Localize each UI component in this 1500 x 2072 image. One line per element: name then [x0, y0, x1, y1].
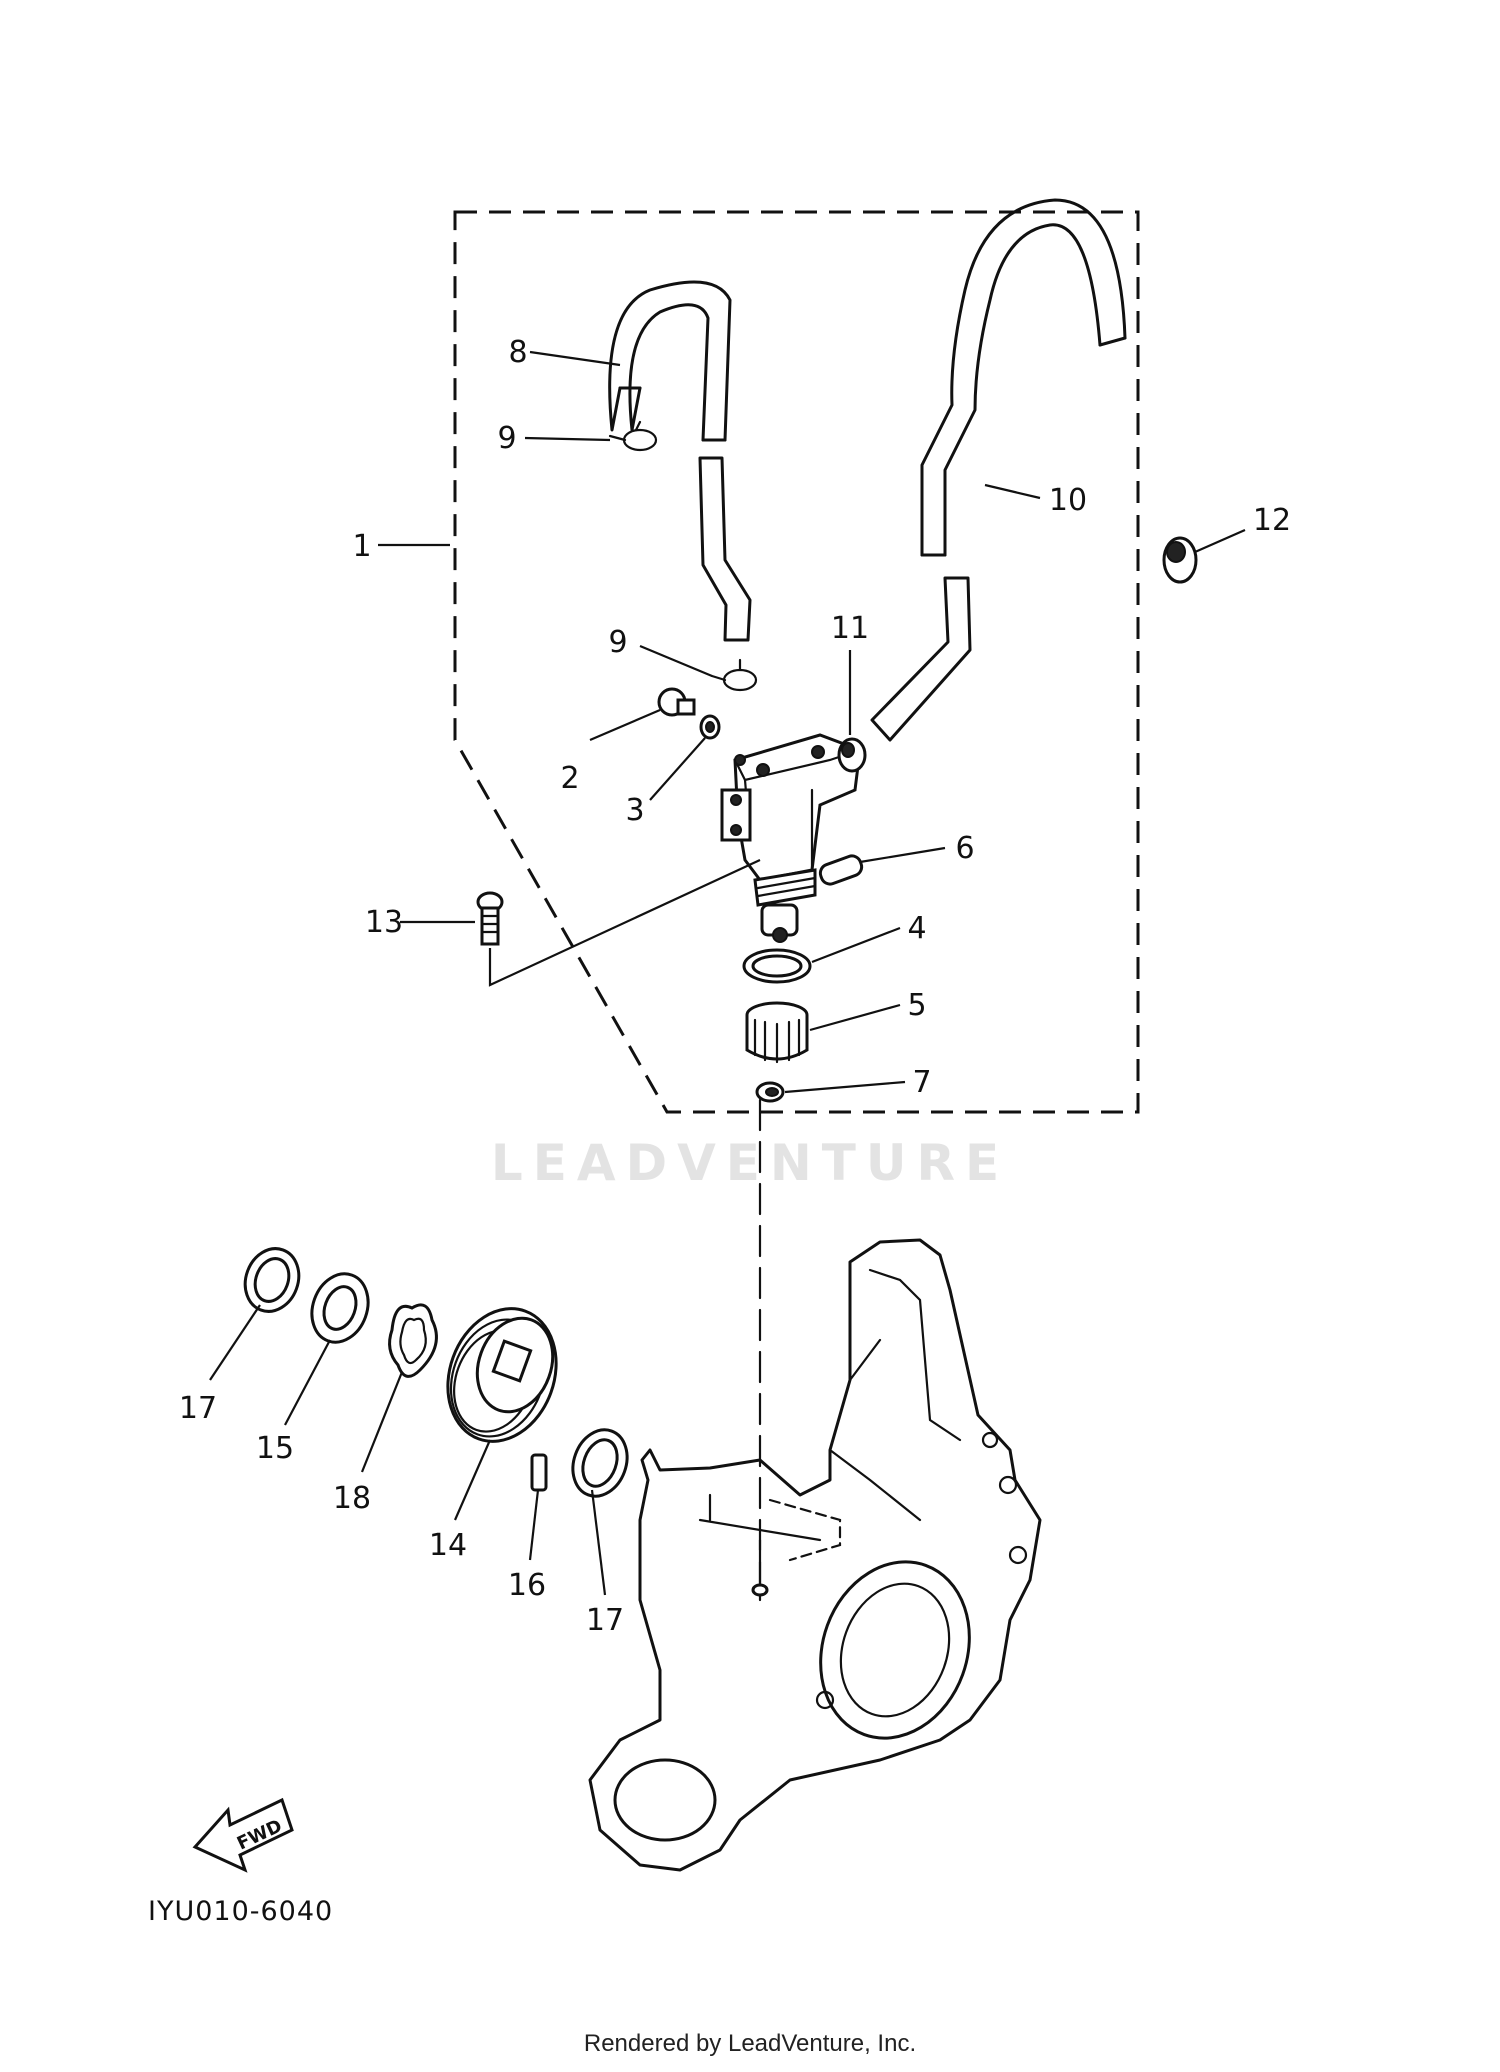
callout-16: 16: [508, 1568, 546, 1603]
callout-labels: 1 2 3 4 5 6 7 8 9 9 10 11 12 13 14 15 16…: [179, 335, 1291, 1638]
grommet-11: [837, 737, 867, 773]
oil-seal-17-left: [243, 1247, 301, 1313]
gear-5: [745, 1001, 809, 1064]
hose-8-lower: [698, 456, 752, 642]
callout-3: 3: [625, 793, 644, 828]
hose-10-lower: [870, 576, 972, 742]
clip-9-lower: [710, 658, 758, 692]
footer-credit: Rendered by LeadVenture, Inc.: [583, 2030, 917, 2057]
bolt-13-link: [488, 859, 761, 987]
grommet-12: [1162, 536, 1198, 584]
crankcase-cover: [588, 1238, 1042, 1872]
callout-9-upper: 9: [497, 421, 516, 456]
clip-9-upper: [608, 420, 658, 452]
callout-8: 8: [508, 335, 527, 370]
callout-4: 4: [907, 911, 926, 946]
gasket-18: [388, 1303, 438, 1378]
callout-17-right: 17: [586, 1603, 624, 1638]
oil-pump-body: [720, 733, 862, 943]
callout-5: 5: [907, 988, 926, 1023]
hose-10: [920, 198, 1127, 557]
callout-18: 18: [333, 1481, 371, 1516]
callout-13: 13: [365, 905, 403, 940]
callout-1: 1: [352, 529, 371, 564]
pin-6: [818, 854, 864, 886]
callout-12: 12: [1253, 503, 1291, 538]
callout-9-lower: 9: [608, 625, 627, 660]
washer-3: [699, 714, 721, 740]
drawing-code: IYU010-6040: [148, 1896, 333, 1927]
callout-7: 7: [912, 1065, 931, 1100]
washer-15: [310, 1272, 370, 1344]
watermark: LEADVENTURE: [491, 1134, 1009, 1192]
callout-6: 6: [955, 831, 974, 866]
assembly-boundary: [453, 210, 1140, 1114]
hose-8: [608, 280, 732, 442]
o-ring-4: [742, 948, 812, 984]
oil-seal-17-right: [571, 1428, 629, 1498]
callout-14: 14: [429, 1528, 467, 1563]
callout-11: 11: [831, 611, 869, 646]
key-16: [530, 1453, 548, 1492]
screw-2: [657, 687, 696, 717]
callout-2: 2: [560, 761, 579, 796]
bolt-13: [476, 891, 504, 946]
callout-15: 15: [256, 1431, 294, 1466]
circlip-7: [755, 1081, 785, 1103]
leader-lines: [209, 350, 1246, 1596]
callout-17-left: 17: [179, 1391, 217, 1426]
callout-10: 10: [1049, 483, 1087, 518]
forward-arrow-icon: FWD: [192, 1797, 294, 1873]
pulley-14: [446, 1307, 558, 1443]
